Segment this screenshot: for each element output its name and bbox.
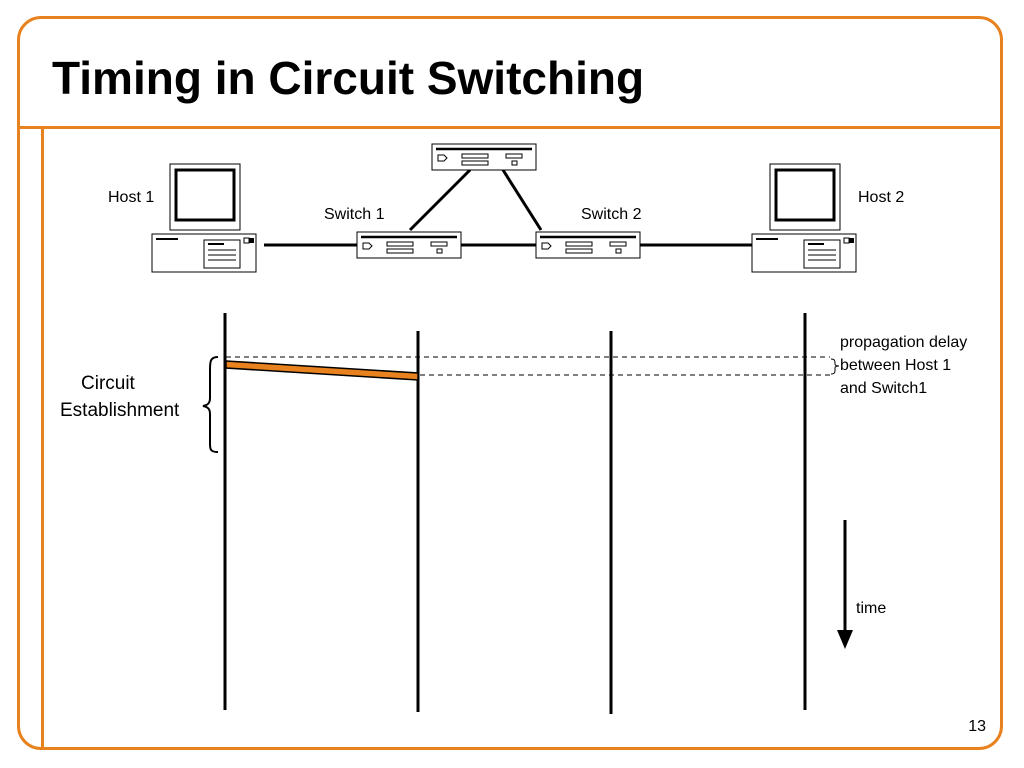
propagation-delay-note: propagation delay between Host 1 and Swi… <box>840 331 967 400</box>
switch1-device <box>355 230 463 260</box>
circuit-establishment-brace <box>202 356 219 453</box>
prop-note-line3: and Switch1 <box>840 380 928 397</box>
slide-frame <box>17 16 1003 750</box>
host1-computer <box>150 162 258 274</box>
link-switch2-top-switch <box>501 169 543 231</box>
switch1-label: Switch 1 <box>324 206 385 223</box>
link-switch1-top-switch <box>408 168 472 232</box>
prop-note-line2: between Host 1 <box>840 357 952 374</box>
left-margin-rule <box>41 127 44 750</box>
timelines <box>223 313 807 714</box>
host2-computer <box>750 162 858 274</box>
propagation-delay-brace <box>830 358 840 375</box>
circuit-label-line2: Establishment <box>60 400 180 421</box>
time-label: time <box>856 600 887 617</box>
network-topology <box>150 142 858 274</box>
top-switch <box>430 142 538 172</box>
slide-title: Timing in Circuit Switching <box>52 52 645 104</box>
circuit-label-line1: Circuit <box>81 373 135 394</box>
host2-label: Host 2 <box>858 189 905 206</box>
title-divider <box>17 126 1003 129</box>
switch2-device <box>534 230 642 260</box>
circuit-setup-signal <box>225 360 419 381</box>
host1-label: Host 1 <box>108 189 155 206</box>
time-arrow-head <box>837 630 853 649</box>
prop-note-line1: propagation delay <box>840 334 968 351</box>
switch2-label: Switch 2 <box>581 206 642 223</box>
page-number: 13 <box>968 718 986 735</box>
